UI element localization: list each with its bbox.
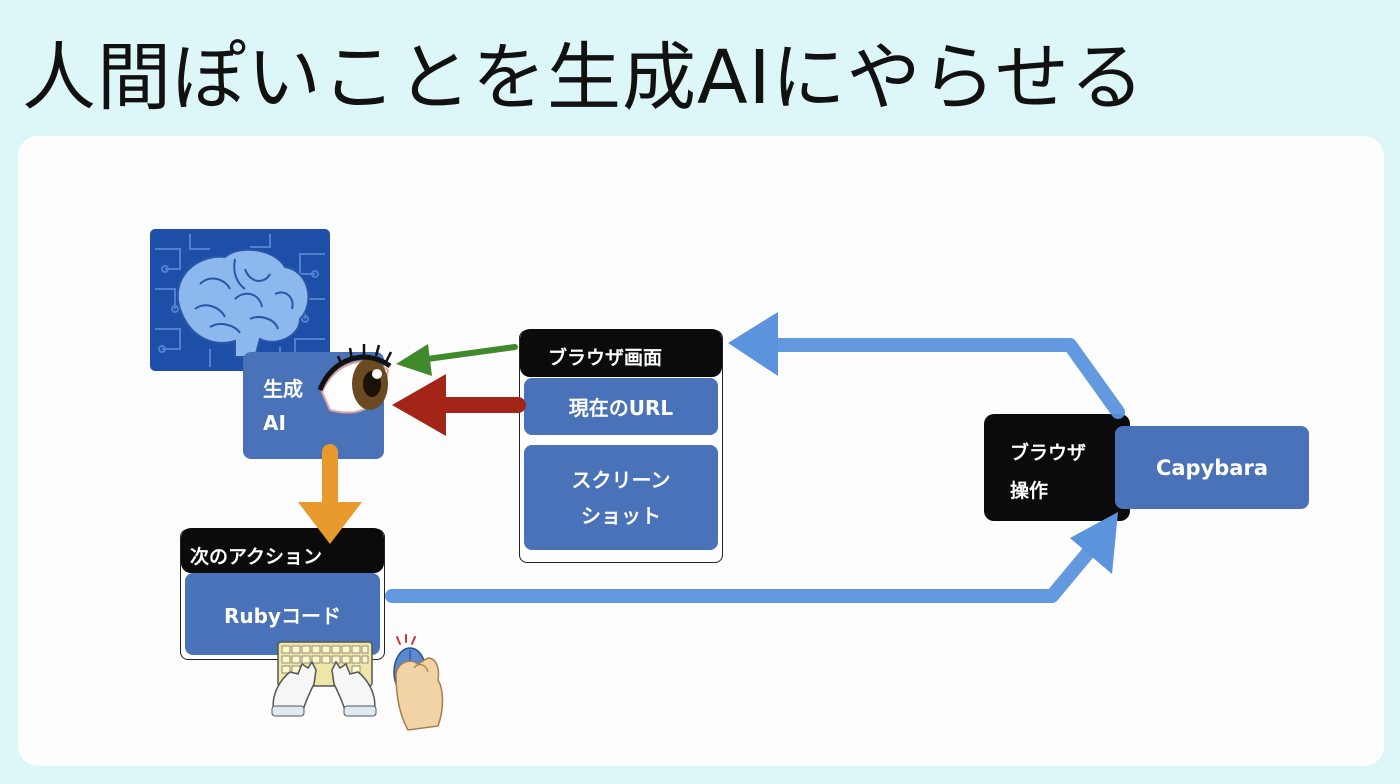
arrowhead-screenshot-to-ai [392,374,446,436]
arrow-browser-op-to-screen [768,338,1125,419]
arrow-url-to-ai [417,344,518,363]
capybara-box: Capybara [1115,426,1309,509]
page-title: 人間ぽいことを生成AIにやらせる [22,35,1145,121]
browser-screen-header-label: ブラウザ画面 [548,347,663,369]
eye-icon [317,340,393,426]
current-url-box: 現在のURL [524,378,718,435]
arrow-ruby-to-browser-op [385,541,1099,603]
mouse-hand-icon [388,634,450,734]
arrowhead-browser-op-to-screen [728,312,778,376]
screenshot-label-line1: スクリーン [571,467,671,492]
arrowhead-ruby-to-browser-op [1070,512,1118,574]
keyboard-hands-icon [268,634,380,718]
arrowhead-ai-to-ruby [298,502,362,544]
generative-ai-label-line1: 生成 [263,376,303,401]
current-url-label: 現在のURL [568,396,674,420]
next-action-header-label: 次のアクション [190,546,323,568]
browser-op-frame [984,414,1130,521]
brain-circuit-icon [150,229,330,371]
arrowhead-url-to-ai [396,344,432,376]
browser-op-header-line2: 操作 [1010,480,1049,502]
capybara-label: Capybara [1155,455,1269,480]
browser-screen-header [520,329,722,377]
screenshot-box: スクリーン ショット [524,445,718,550]
browser-op-header-line1: ブラウザ [1010,442,1087,464]
next-action-header [181,528,384,573]
screenshot-label-line2: ショット [581,503,661,528]
ruby-code-label: Rubyコード [224,603,341,628]
generative-ai-label-line2: AI [263,410,286,435]
